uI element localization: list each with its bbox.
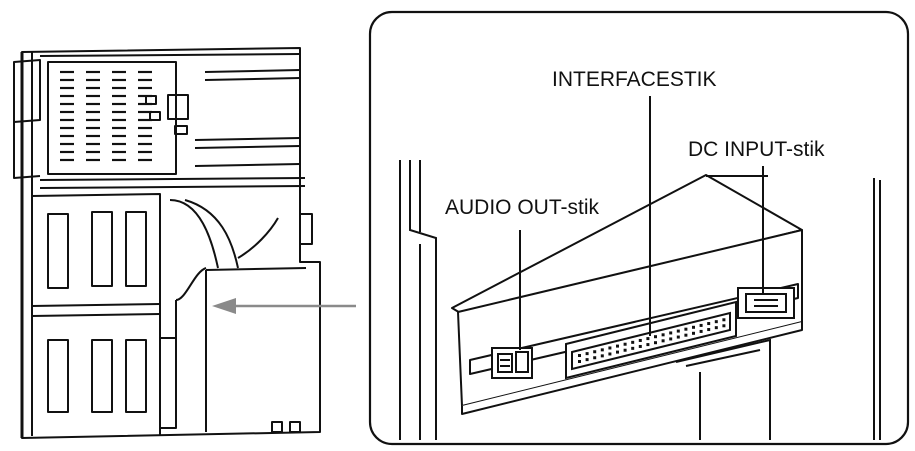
connector-pin [623, 348, 627, 352]
connector-pin [654, 335, 657, 339]
detail-callout-box [368, 10, 910, 446]
connector-pin [600, 354, 604, 358]
connector-pin [692, 331, 695, 335]
connector-pin [608, 346, 612, 350]
connector-pin [676, 329, 680, 333]
audio-out-connector [491, 347, 533, 379]
connector-pin [692, 325, 695, 329]
connector-pin [638, 338, 642, 342]
connector-pin [707, 322, 711, 326]
leader-lines [519, 96, 768, 350]
connector-pin [714, 326, 718, 330]
interface-connector-label: INTERFACESTIK [552, 68, 717, 91]
connector-pin [631, 340, 635, 344]
connector-pin [578, 360, 581, 363]
connector-pin [722, 324, 726, 328]
connector-pin [638, 344, 642, 348]
connector-pin [699, 323, 703, 327]
insertion-arrow [212, 298, 356, 314]
vent-grid [60, 70, 152, 162]
dc-input-connector-label: DC INPUT-stik [688, 138, 825, 161]
connector-pin [608, 352, 612, 356]
connector-pin [616, 350, 619, 354]
interface-connector [565, 300, 737, 380]
connector-pin [600, 348, 604, 352]
connector-pin [661, 333, 665, 337]
connector-pin [654, 341, 657, 345]
connector-pin [585, 352, 589, 356]
connector-pin [722, 318, 726, 322]
connector-pin [646, 337, 650, 341]
connector-pin [631, 346, 635, 350]
interface-connector-pins [578, 318, 726, 363]
connector-pin [707, 328, 711, 332]
connector-pin [585, 358, 589, 362]
connector-pin [669, 331, 673, 335]
connector-pin [616, 344, 619, 348]
connector-pin [593, 350, 597, 354]
dc-input-connector [737, 287, 795, 319]
connector-pin [699, 329, 703, 333]
connector-pin [661, 339, 665, 343]
audio-out-connector-label: AUDIO OUT-stik [445, 196, 600, 219]
connector-pin [669, 337, 673, 341]
mounting-bracket [675, 338, 771, 440]
connector-pin [676, 335, 680, 339]
connector-pin [578, 354, 581, 357]
connector-pin [684, 333, 688, 337]
connector-pin [623, 342, 627, 346]
chassis-wall [399, 160, 881, 440]
connector-pin [684, 327, 688, 331]
computer-chassis [13, 47, 321, 439]
connector-pin [593, 356, 597, 360]
connector-pin [714, 320, 718, 324]
connector-pin [646, 343, 650, 347]
